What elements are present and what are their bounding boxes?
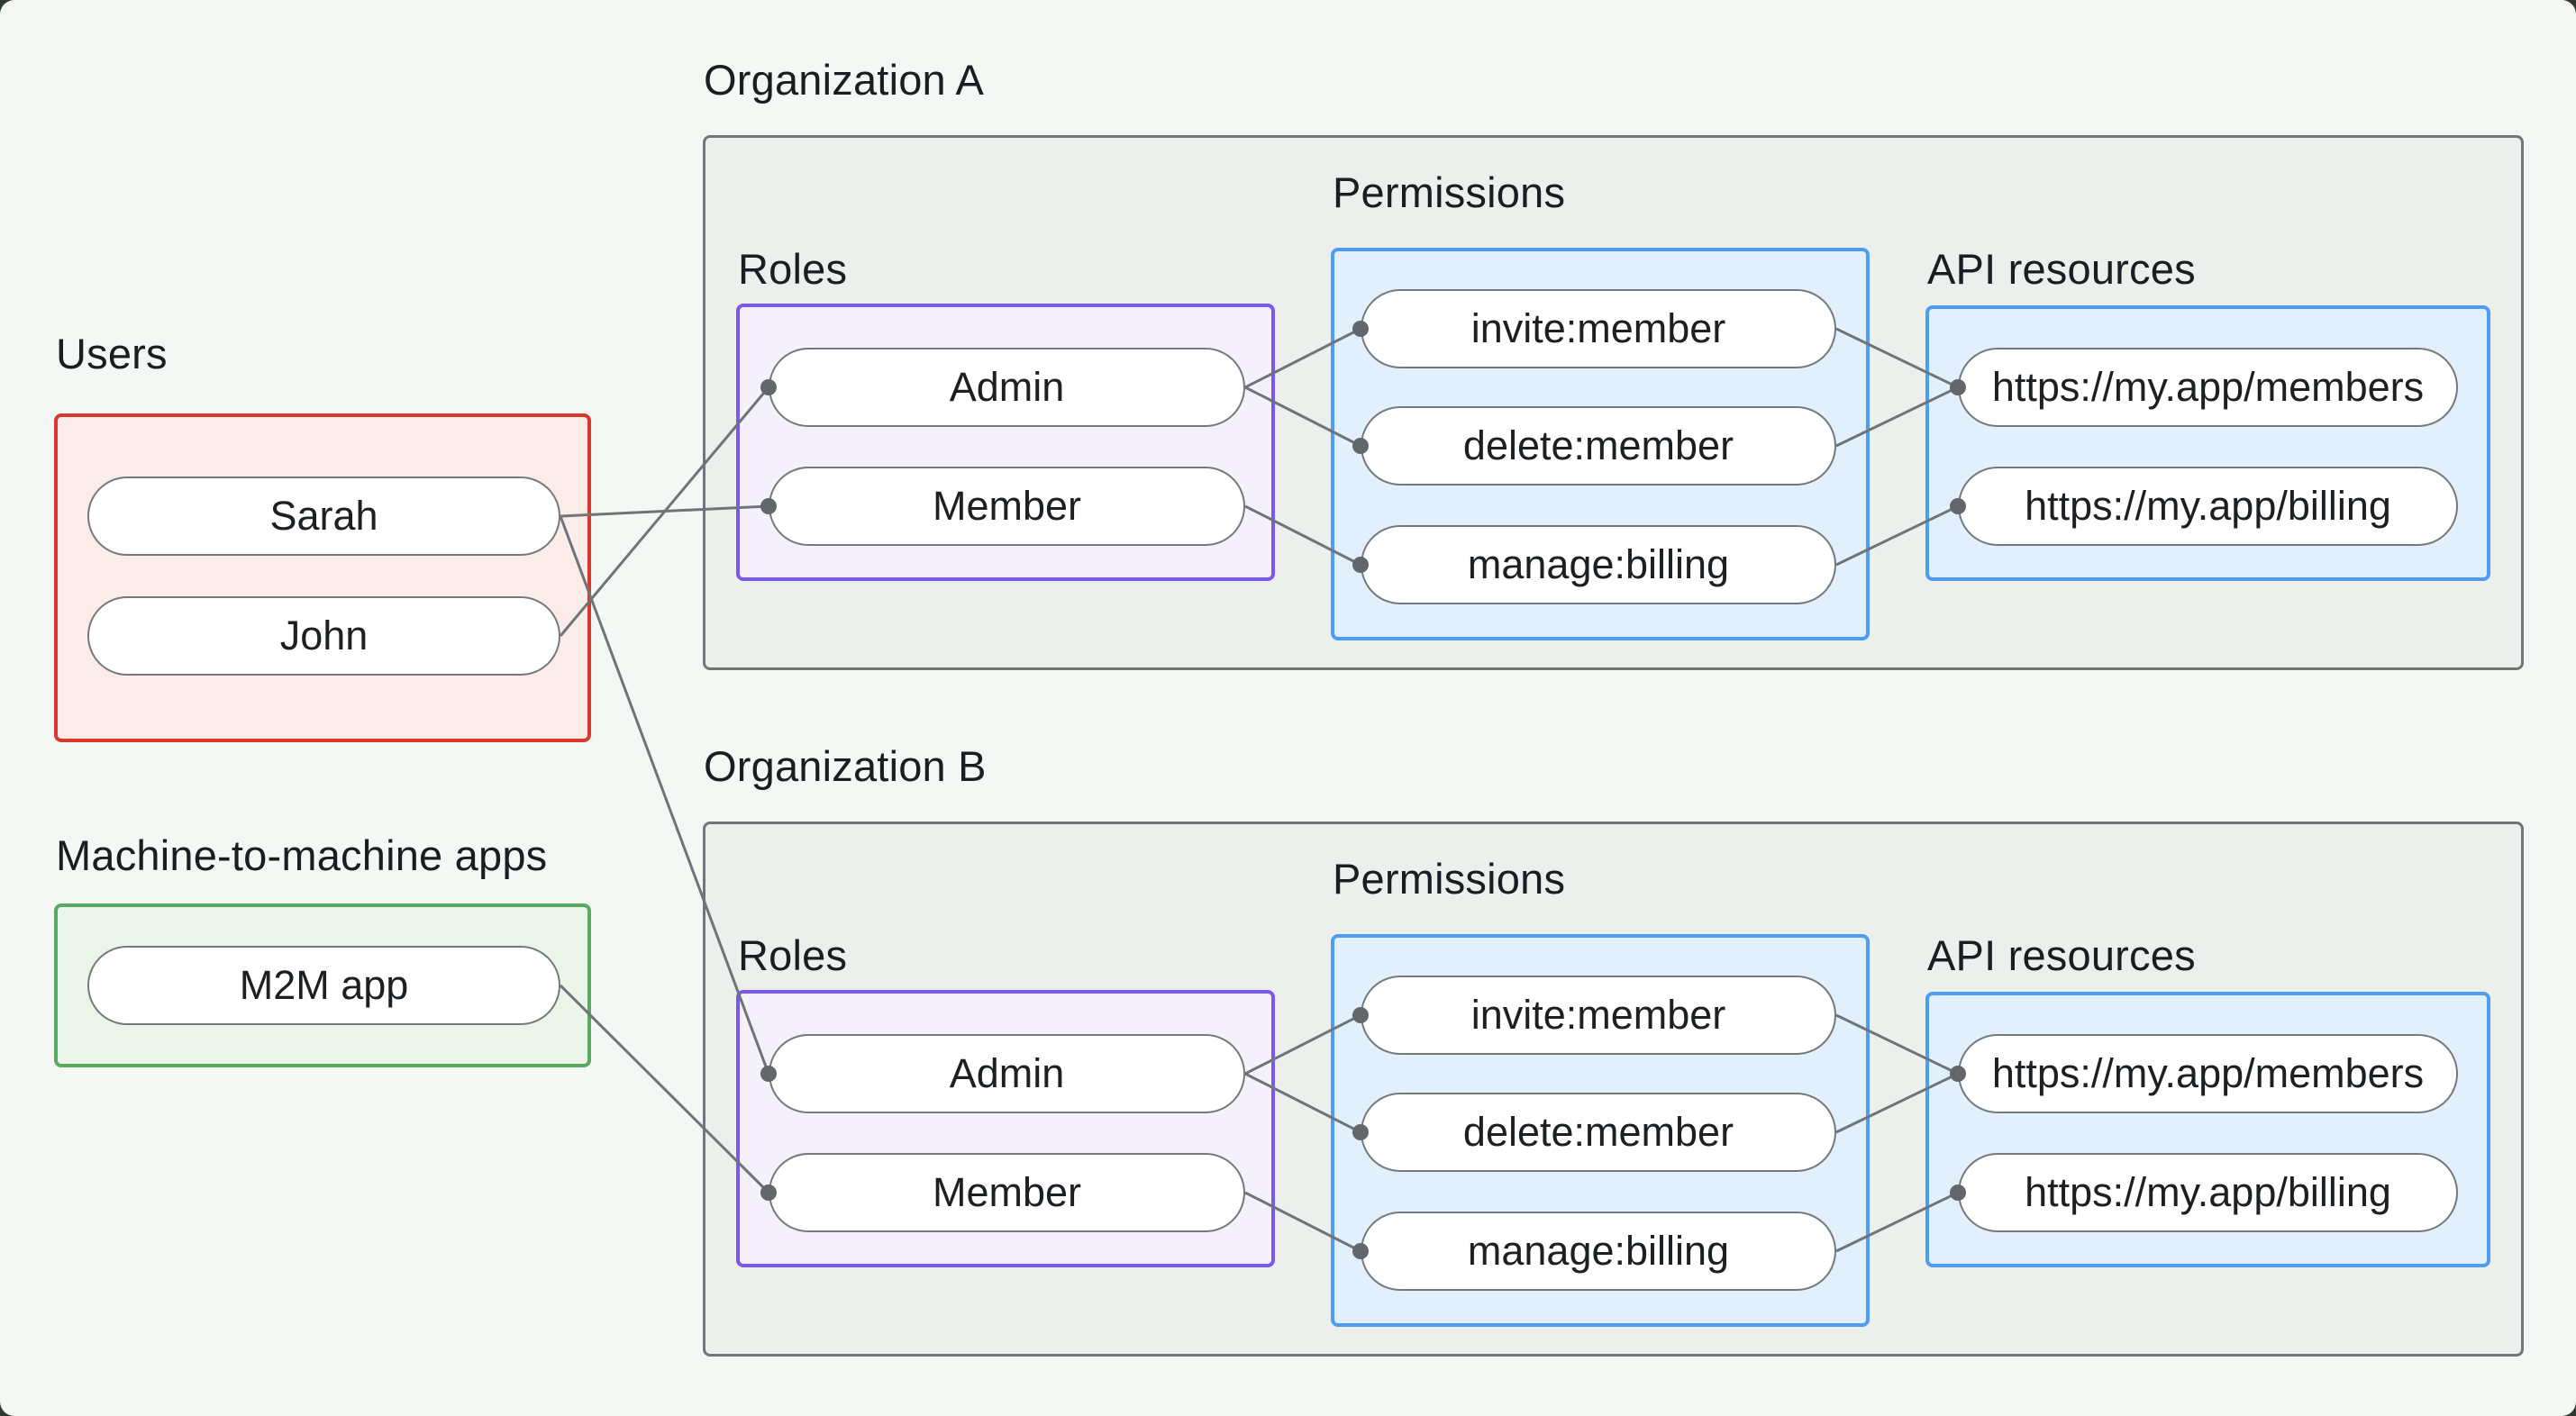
- users-group-label: Users: [56, 330, 168, 377]
- org-a-api-members: https://my.app/members: [1958, 348, 2458, 427]
- org-b-role-member: Member: [769, 1153, 1245, 1232]
- org-a-label: Organization A: [704, 56, 985, 104]
- org-b-permission-invite: invite:member: [1361, 976, 1836, 1055]
- org-b-role-admin: Admin: [769, 1034, 1245, 1113]
- m2m-node-app: M2M app: [87, 946, 560, 1025]
- org-a-permission-manage: manage:billing: [1361, 525, 1836, 604]
- org-a-permission-invite: invite:member: [1361, 289, 1836, 368]
- org-a-permissions-label: Permissions: [1333, 168, 1566, 216]
- org-a-permission-delete: delete:member: [1361, 406, 1836, 486]
- user-node-sarah: Sarah: [87, 477, 560, 556]
- org-b-permission-delete: delete:member: [1361, 1093, 1836, 1172]
- org-b-api-label: API resources: [1927, 931, 2196, 979]
- org-a-role-member: Member: [769, 467, 1245, 546]
- m2m-group-label: Machine-to-machine apps: [56, 831, 548, 879]
- org-b-permission-manage: manage:billing: [1361, 1212, 1836, 1291]
- user-node-john: John: [87, 596, 560, 676]
- org-a-roles-label: Roles: [738, 245, 848, 293]
- org-a-api-label: API resources: [1927, 245, 2196, 293]
- org-a-role-admin: Admin: [769, 348, 1245, 427]
- org-b-permissions-label: Permissions: [1333, 855, 1566, 903]
- org-b-roles-label: Roles: [738, 931, 848, 979]
- org-b-api-members: https://my.app/members: [1958, 1034, 2458, 1113]
- org-b-label: Organization B: [704, 742, 987, 790]
- users-group-box: [54, 413, 591, 742]
- org-a-api-billing: https://my.app/billing: [1958, 467, 2458, 546]
- org-b-api-billing: https://my.app/billing: [1958, 1153, 2458, 1232]
